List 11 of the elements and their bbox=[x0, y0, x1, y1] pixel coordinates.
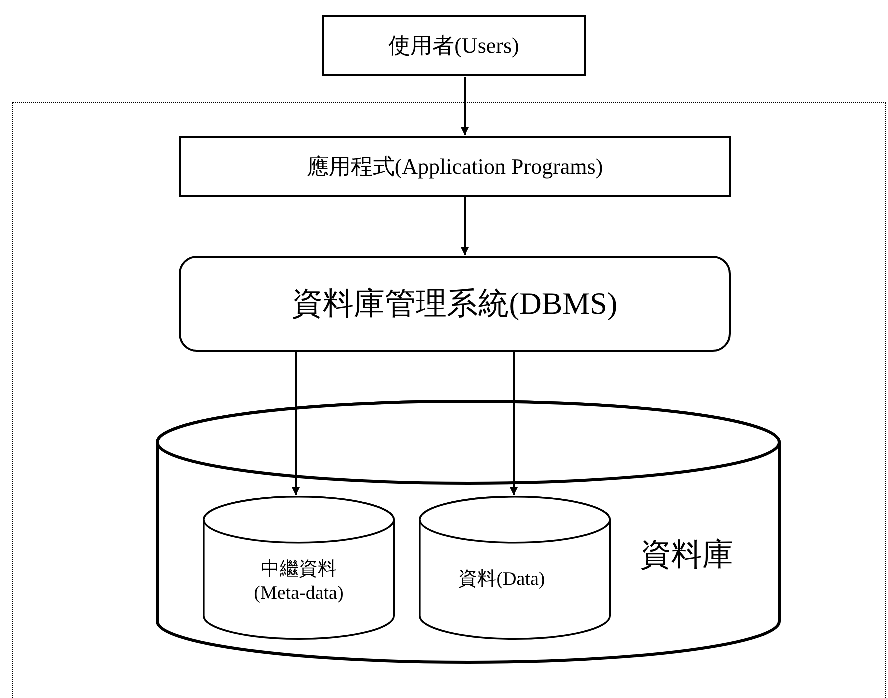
arrow bbox=[461, 197, 469, 256]
arrow bbox=[510, 352, 518, 496]
process-box: 應用程式(Application Programs) bbox=[179, 136, 731, 197]
cylinder-label: 資料(Data) bbox=[458, 568, 546, 592]
arrow bbox=[461, 77, 469, 136]
process-box: 使用者(Users) bbox=[322, 15, 586, 76]
arrow bbox=[292, 352, 300, 496]
cylinder-label: 中繼資料 (Meta-data) bbox=[253, 558, 345, 606]
rounded-box: 資料庫管理系統(DBMS) bbox=[179, 256, 731, 352]
dotted-frame bbox=[12, 102, 886, 698]
cylinder-label: 資料庫 bbox=[640, 536, 734, 574]
